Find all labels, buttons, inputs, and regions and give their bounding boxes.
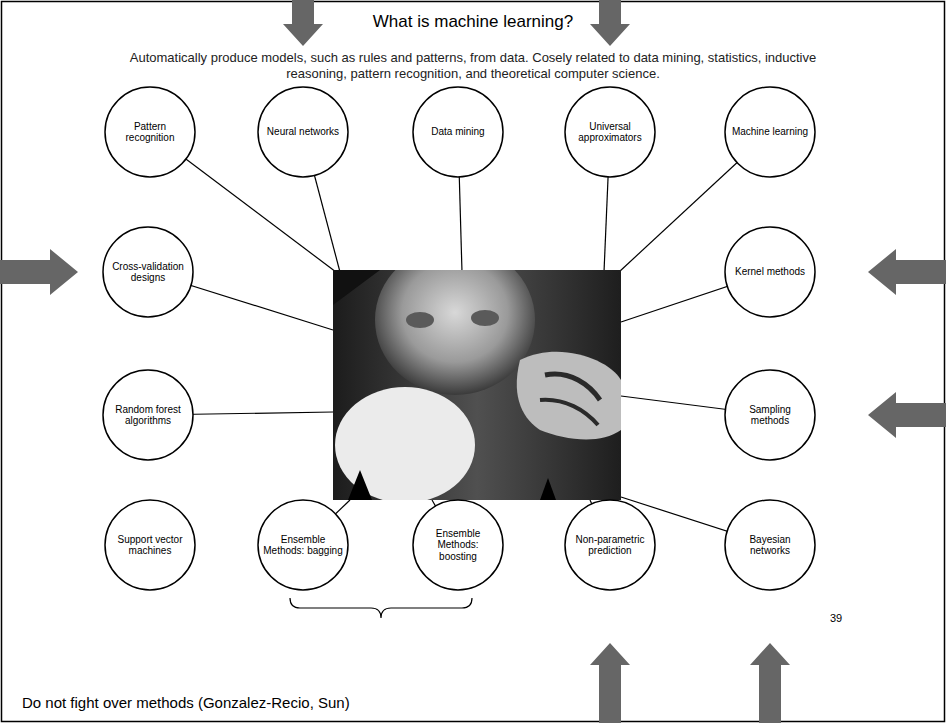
circle-shape (103, 370, 193, 460)
method-name: Machine learning (730, 126, 810, 138)
circle-text-holder: Machine learning (724, 86, 816, 178)
block-arrow (590, 643, 630, 723)
circle-shape (565, 500, 655, 590)
photo-hand (517, 352, 621, 440)
method-circle: Machine learning (724, 86, 816, 178)
method-name: Ensemble Methods: boosting (418, 528, 498, 563)
method-circle: Cross-validation designs (102, 226, 194, 318)
block-arrow (750, 643, 790, 723)
method-name: Neural networks (263, 126, 343, 138)
method-circle: Ensemble Methods: boosting (412, 499, 504, 591)
curly-brace (290, 598, 472, 618)
circle-text-holder: Ensemble Methods: bagging (257, 499, 349, 591)
method-circle: Kernel methods (724, 226, 816, 318)
spoke-lines (148, 132, 770, 545)
circle-text-holder: Non-parametric prediction (564, 499, 656, 591)
method-name: Ensemble Methods: bagging (263, 534, 343, 557)
method-circle: Non-parametric prediction (564, 499, 656, 591)
circle-text-holder: Support vector machines (104, 499, 196, 591)
method-name: Random forest algorithms (108, 404, 188, 427)
photo-shadow (540, 478, 556, 500)
photo-shadow (348, 470, 372, 500)
block-arrow (868, 392, 946, 438)
circle-shape (725, 370, 815, 460)
circle-shape (413, 87, 503, 177)
method-name: Cross-validation designs (108, 261, 188, 284)
photo-shadow (333, 270, 380, 305)
method-name: Support vector machines (110, 534, 190, 557)
subtitle-text: Automatically produce models, such as ru… (118, 50, 828, 83)
circle-text-holder: Bayesian networks (724, 499, 816, 591)
block-arrow (590, 0, 630, 46)
method-name: Sampling methods (730, 404, 810, 427)
method-circle: Random forest algorithms (102, 369, 194, 461)
block-arrow (0, 249, 78, 295)
circle-shape (725, 87, 815, 177)
method-circle: Data mining (412, 86, 504, 178)
method-name: Pattern recognition (110, 121, 190, 144)
method-circle: Ensemble Methods: bagging (257, 499, 349, 591)
circle-shape (105, 500, 195, 590)
page-number: 39 (830, 612, 860, 626)
method-circle: Neural networks (257, 86, 349, 178)
circle-shape (413, 500, 503, 590)
circle-text-holder: Data mining (412, 86, 504, 178)
photo-eye (471, 310, 499, 326)
circle-shape (725, 500, 815, 590)
circle-shape (258, 500, 348, 590)
method-circle: Pattern recognition (104, 86, 196, 178)
circle-text-holder: Kernel methods (724, 226, 816, 318)
photo-eye (406, 312, 434, 328)
circle-shape (565, 87, 655, 177)
method-circle: Bayesian networks (724, 499, 816, 591)
circle-text-holder: Ensemble Methods: boosting (412, 499, 504, 591)
method-name: Universal approximators (570, 121, 650, 144)
block-arrow (868, 249, 946, 295)
circle-text-holder: Cross-validation designs (102, 226, 194, 318)
method-circle: Sampling methods (724, 369, 816, 461)
block-arrow (283, 0, 323, 46)
method-circle: Support vector machines (104, 499, 196, 591)
method-name: Data mining (418, 126, 498, 138)
circle-text-holder: Pattern recognition (104, 86, 196, 178)
method-name: Bayesian networks (730, 534, 810, 557)
photo-face (375, 270, 535, 395)
circle-shape (258, 87, 348, 177)
photo-finger (545, 374, 600, 400)
circle-text-holder: Universal approximators (564, 86, 656, 178)
face-photo (333, 270, 621, 500)
method-name: Kernel methods (730, 266, 810, 278)
circle-shape (105, 87, 195, 177)
photo-light-area (335, 387, 475, 500)
footnote-text: Do not fight over methods (Gonzalez-Reci… (22, 694, 542, 713)
method-circle: Universal approximators (564, 86, 656, 178)
circle-shape (103, 227, 193, 317)
circle-text-holder: Neural networks (257, 86, 349, 178)
circle-text-holder: Sampling methods (724, 369, 816, 461)
circle-shape (725, 227, 815, 317)
photo-finger (540, 400, 598, 425)
slide-title: What is machine learning? (0, 12, 946, 32)
method-name: Non-parametric prediction (570, 534, 650, 557)
circle-text-holder: Random forest algorithms (102, 369, 194, 461)
